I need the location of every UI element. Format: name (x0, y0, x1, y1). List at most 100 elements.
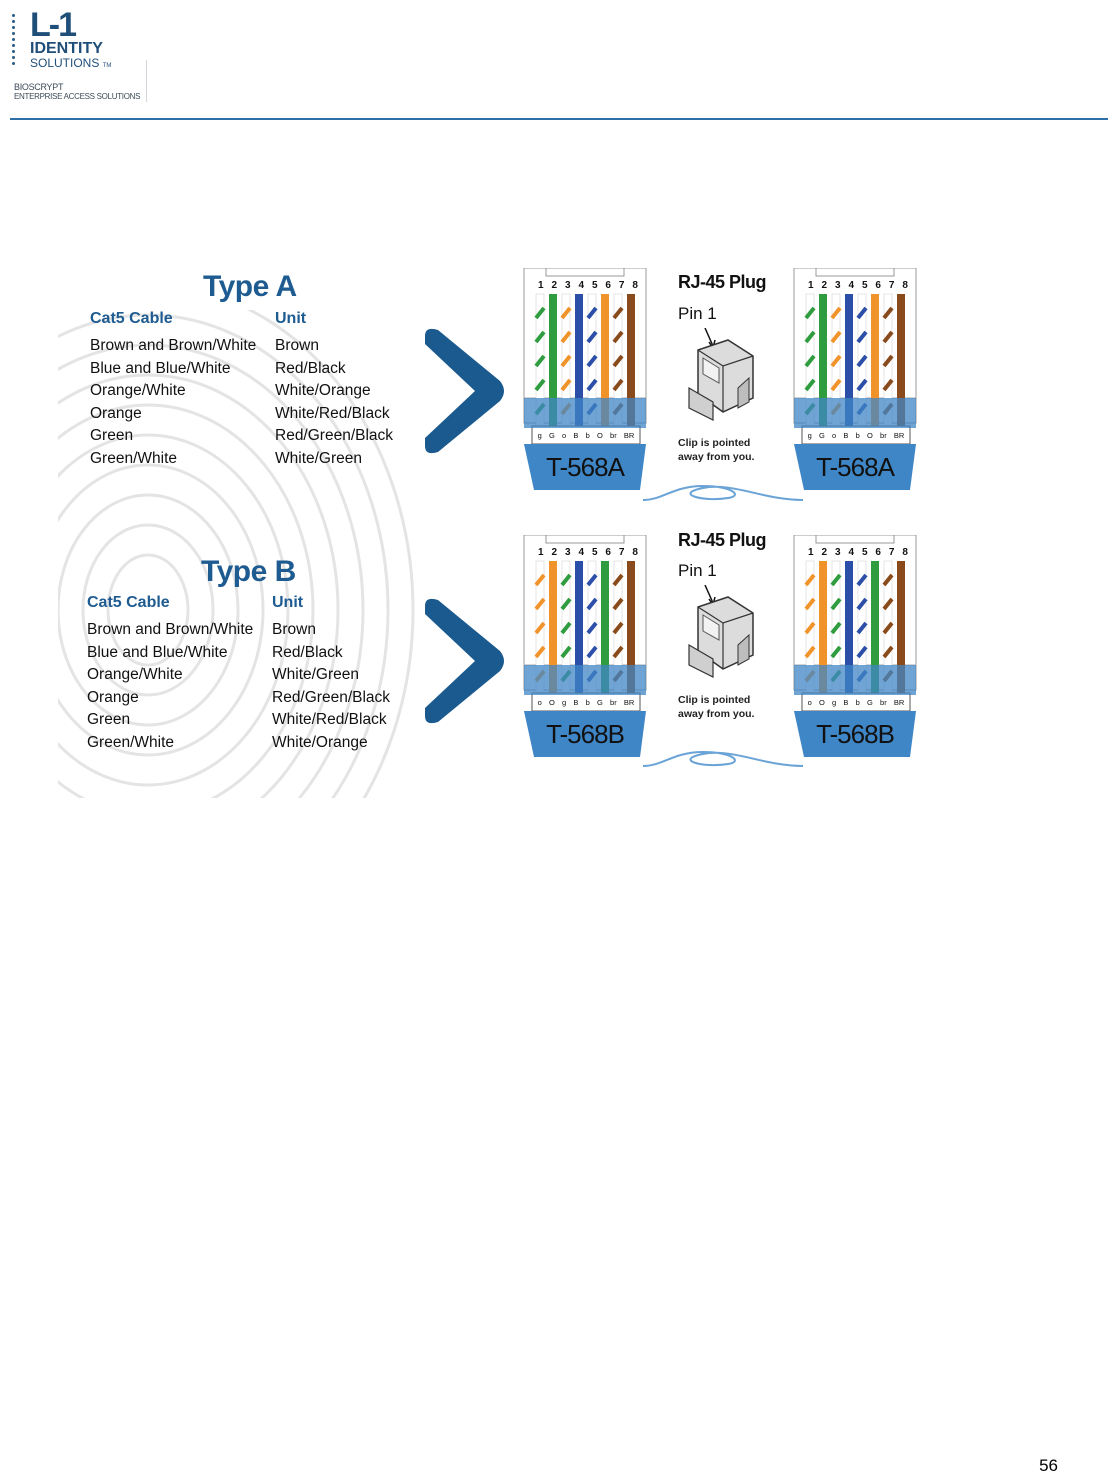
wire-stripe-mark (612, 354, 624, 368)
wire-stripe-mark (830, 573, 842, 587)
wire-solid (845, 561, 853, 693)
wire-code: g (807, 430, 812, 440)
list-item: White/Orange (272, 733, 368, 751)
wire-solid (871, 561, 879, 693)
pin-number: 1 (808, 280, 814, 291)
connector-boot-top (794, 398, 916, 428)
clip-note: Clip is pointed away from you. (678, 693, 754, 721)
wiring-figure: Type A Cat5 Cable Unit Brown and Brown/W… (58, 250, 918, 798)
list-item: White/Green (272, 666, 360, 684)
pin-number: 2 (551, 547, 558, 558)
wire-stripe-mark (560, 573, 572, 587)
wire-code: BR (893, 697, 905, 707)
wire-code: br (880, 430, 887, 440)
rj45-connector-icon (793, 534, 917, 757)
wire-solid (575, 294, 583, 426)
wire-stripe-mark (830, 306, 842, 320)
wire-solid (871, 294, 879, 426)
company-logo: L-1 IDENTITY SOLUTIONS TM BIOSCRYPT ENTE… (12, 6, 162, 105)
wire-stripe-mark (804, 306, 816, 320)
pin-number: 4 (848, 547, 855, 558)
wire-stripe-mark (612, 306, 624, 320)
wire-stripe-mark (856, 573, 868, 587)
clip-note-line: away from you. (678, 708, 755, 720)
wire-code: b (585, 430, 590, 440)
wire-code: BR (623, 697, 635, 707)
list-item: Orange/White (90, 382, 186, 400)
type-b-title: Type B (201, 555, 296, 588)
wire-code: B (843, 697, 849, 707)
type-b-cable-list: Brown and Brown/White Blue and Blue/Whit… (87, 619, 253, 755)
list-item: Red/Black (272, 643, 343, 661)
list-item: White/Red/Black (275, 404, 390, 422)
wire-stripe-mark (534, 354, 546, 368)
list-item: Red/Green/Black (275, 427, 394, 445)
list-item: Green/White (90, 449, 178, 467)
wire-stripe-mark (560, 621, 572, 635)
wire-code: G (596, 697, 603, 707)
wire-solid (549, 294, 557, 426)
wire-code: g (537, 430, 542, 440)
logo-identity: IDENTITY (30, 40, 103, 57)
pin-number: 8 (632, 280, 638, 291)
connector-boot (524, 444, 646, 490)
rj45-connector-icon (523, 534, 647, 757)
type-a-cable-list: Brown and Brown/White Blue and Blue/Whit… (90, 335, 256, 471)
wire-stripe-mark (882, 573, 894, 587)
wire-solid (819, 561, 827, 693)
wire-code: B (843, 430, 849, 440)
wire-stripe-mark (882, 378, 894, 392)
connector-latch (545, 267, 625, 277)
wire-stripe-mark (856, 306, 868, 320)
pin-number: 5 (591, 547, 598, 558)
rj45-title: RJ-45 Plug (678, 530, 767, 550)
wire-stripe-mark (882, 645, 894, 659)
wire-stripe-mark (856, 354, 868, 368)
wire-stripe-mark (856, 597, 868, 611)
wire-solid (549, 561, 557, 693)
pin-number: 3 (834, 280, 841, 291)
clip-note-line: Clip is pointed (678, 694, 751, 706)
connector-label: T-568A (546, 452, 625, 482)
logo-solutions-text: SOLUTIONS (30, 56, 100, 70)
wire-stripe-mark (856, 645, 868, 659)
connector-latch (815, 534, 895, 544)
type-b-unit-header: Unit (272, 594, 304, 611)
pin-number: 3 (564, 547, 571, 558)
connector-boot (524, 711, 646, 757)
list-item: Green/White (87, 733, 175, 751)
logo-bioscrypt: BIOSCRYPT (14, 82, 64, 92)
logo-tagline: ENTERPRISE ACCESS SOLUTIONS (14, 92, 141, 101)
wire-code: g (562, 697, 567, 707)
wire-code: O (866, 430, 873, 440)
wire-stripe-mark (560, 645, 572, 659)
wire-solid (897, 561, 905, 693)
clip-note-line: Clip is pointed (678, 437, 751, 449)
wire-code: B (573, 430, 579, 440)
wire-solid (819, 294, 827, 426)
type-a-title: Type A (203, 270, 297, 303)
pin-number: 1 (808, 547, 814, 558)
list-item: Blue and Blue/White (87, 643, 228, 661)
wire-stripe-mark (612, 597, 624, 611)
connector-latch (815, 267, 895, 277)
wire-stripe-mark (560, 330, 572, 344)
wire-code: o (832, 430, 837, 440)
wire-stripe-mark (830, 597, 842, 611)
cable-loop-icon (643, 750, 803, 767)
wire-stripe-mark (612, 645, 624, 659)
wire-code: G (818, 430, 825, 440)
wire-code: b (855, 430, 860, 440)
wire-stripe-mark (804, 621, 816, 635)
wire-stripe-mark (882, 354, 894, 368)
pin-number: 5 (861, 280, 868, 291)
pin-number: 6 (605, 280, 611, 291)
pin-number: 3 (564, 280, 571, 291)
pin-number: 7 (888, 547, 895, 558)
wire-stripe-mark (804, 645, 816, 659)
wire-solid (575, 561, 583, 693)
